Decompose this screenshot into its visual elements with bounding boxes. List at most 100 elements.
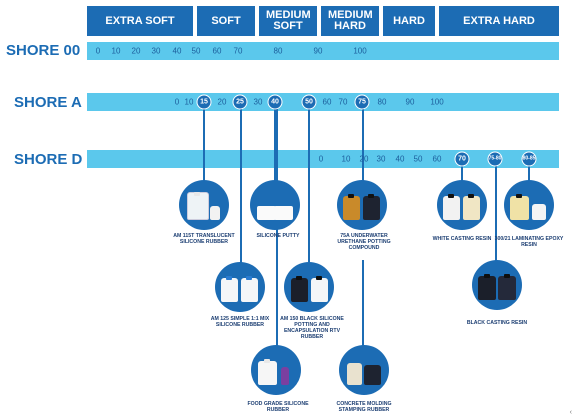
tick: 40 xyxy=(172,46,182,56)
tick: 0 xyxy=(174,97,180,107)
container-icon xyxy=(257,206,276,220)
hardness-marker: 15 xyxy=(196,94,212,110)
cap-icon xyxy=(246,276,252,280)
cap-icon xyxy=(316,276,322,280)
cap-icon xyxy=(264,359,270,363)
tick: 40 xyxy=(395,154,405,164)
tick: 20 xyxy=(359,154,369,164)
cap-icon xyxy=(448,194,454,198)
tick: 50 xyxy=(191,46,201,56)
category-label: EXTRA HARD xyxy=(463,14,535,27)
product-label: CONCRETE MOLDING STAMPING RUBBER xyxy=(336,401,392,413)
tick: 0 xyxy=(318,154,324,164)
tick: 30 xyxy=(253,97,263,107)
hardness-marker: 50 xyxy=(301,94,317,110)
category-label: EXTRA SOFT xyxy=(105,14,175,27)
tick: 10 xyxy=(184,97,194,107)
cap-icon xyxy=(296,276,302,280)
product-label: WHITE CASTING RESIN xyxy=(432,236,492,242)
product-image-am-125 xyxy=(215,262,265,312)
product-image-concrete-molding xyxy=(339,345,389,395)
product-image-food-grade xyxy=(251,345,301,395)
shore-d-bar xyxy=(87,150,559,168)
hardness-marker: 70 xyxy=(454,151,470,167)
container-icon xyxy=(221,278,238,302)
category-medium-soft: MEDIUM SOFT xyxy=(259,6,317,36)
product-label: AM 150 BLACK SILICONE POTTING AND ENCAPS… xyxy=(280,316,344,340)
container-icon xyxy=(363,196,380,220)
container-icon xyxy=(274,206,293,220)
product-label: SILICONE PUTTY xyxy=(256,233,300,239)
hardness-marker: 75-80 xyxy=(487,151,503,167)
shore-00-bar xyxy=(87,42,559,60)
category-extra-soft: EXTRA SOFT xyxy=(87,6,193,36)
hardness-marker: 75 xyxy=(354,94,370,110)
tick: 100 xyxy=(353,46,367,56)
cap-icon xyxy=(484,274,490,278)
category-label: SOFT xyxy=(211,14,241,27)
container-icon xyxy=(187,192,209,220)
tick: 70 xyxy=(233,46,243,56)
container-icon xyxy=(498,276,516,300)
product-label: AM 125 SIMPLE 1:1 MIX SILICONE RUBBER xyxy=(210,316,270,328)
category-medium-hard: MEDIUM HARD xyxy=(321,6,379,36)
tick: 90 xyxy=(405,97,415,107)
product-image-white-casting-resin xyxy=(437,180,487,230)
product-image-am-150 xyxy=(284,262,334,312)
tick: 10 xyxy=(111,46,121,56)
cap-icon xyxy=(468,194,474,198)
scale-label-shore-d: SHORE D xyxy=(14,151,83,168)
container-icon xyxy=(343,196,360,220)
connector-line xyxy=(362,260,364,350)
hardness-marker: 25 xyxy=(232,94,248,110)
tick: 60 xyxy=(322,97,332,107)
product-image-silicone-putty xyxy=(250,180,300,230)
product-label: BLACK CASTING RESIN xyxy=(466,320,528,326)
category-label: MEDIUM SOFT xyxy=(266,9,311,32)
product-image-am-115t xyxy=(179,180,229,230)
cap-icon xyxy=(368,194,374,198)
product-label: FOOD GRADE SILICONE RUBBER xyxy=(247,401,309,413)
connector-line xyxy=(461,159,463,181)
tick: 50 xyxy=(413,154,423,164)
product-label: AM 115T TRANSLUCENT SILICONE RUBBER xyxy=(173,233,235,245)
connector-line xyxy=(495,159,497,261)
cap-icon xyxy=(504,274,510,278)
container-icon xyxy=(443,196,460,220)
category-hard: HARD xyxy=(383,6,435,36)
cap-icon xyxy=(194,192,200,196)
connector-line xyxy=(240,102,242,270)
category-label: MEDIUM HARD xyxy=(328,9,373,32)
container-icon xyxy=(281,367,289,385)
tick: 30 xyxy=(151,46,161,56)
product-label: 300/21 LAMINATING EPOXY RESIN xyxy=(494,236,564,248)
tick: 100 xyxy=(430,97,444,107)
tick: 30 xyxy=(376,154,386,164)
connector-line xyxy=(203,102,205,182)
hardness-marker: 80-85 xyxy=(521,151,537,167)
product-image-75a-underwater xyxy=(337,180,387,230)
tick: 80 xyxy=(273,46,283,56)
connector-line xyxy=(528,159,530,181)
category-extra-hard: EXTRA HARD xyxy=(439,6,559,36)
tick: 80 xyxy=(377,97,387,107)
container-icon xyxy=(463,196,480,220)
product-image-black-casting-resin xyxy=(472,260,522,310)
container-icon xyxy=(532,204,546,220)
nav-arrow-icon[interactable]: ‹ xyxy=(569,409,572,416)
container-icon xyxy=(510,196,529,220)
cap-icon xyxy=(226,276,232,280)
product-image-300-21-laminating xyxy=(504,180,554,230)
cap-icon xyxy=(516,194,522,198)
category-soft: SOFT xyxy=(197,6,255,36)
tick: 70 xyxy=(338,97,348,107)
container-icon xyxy=(258,361,277,385)
container-icon xyxy=(347,363,362,385)
scale-label-shore-00: SHORE 00 xyxy=(6,42,81,59)
container-icon xyxy=(210,206,220,220)
scale-label-shore-a: SHORE A xyxy=(14,94,82,111)
container-icon xyxy=(241,278,258,302)
container-icon xyxy=(291,278,308,302)
cap-icon xyxy=(348,194,354,198)
